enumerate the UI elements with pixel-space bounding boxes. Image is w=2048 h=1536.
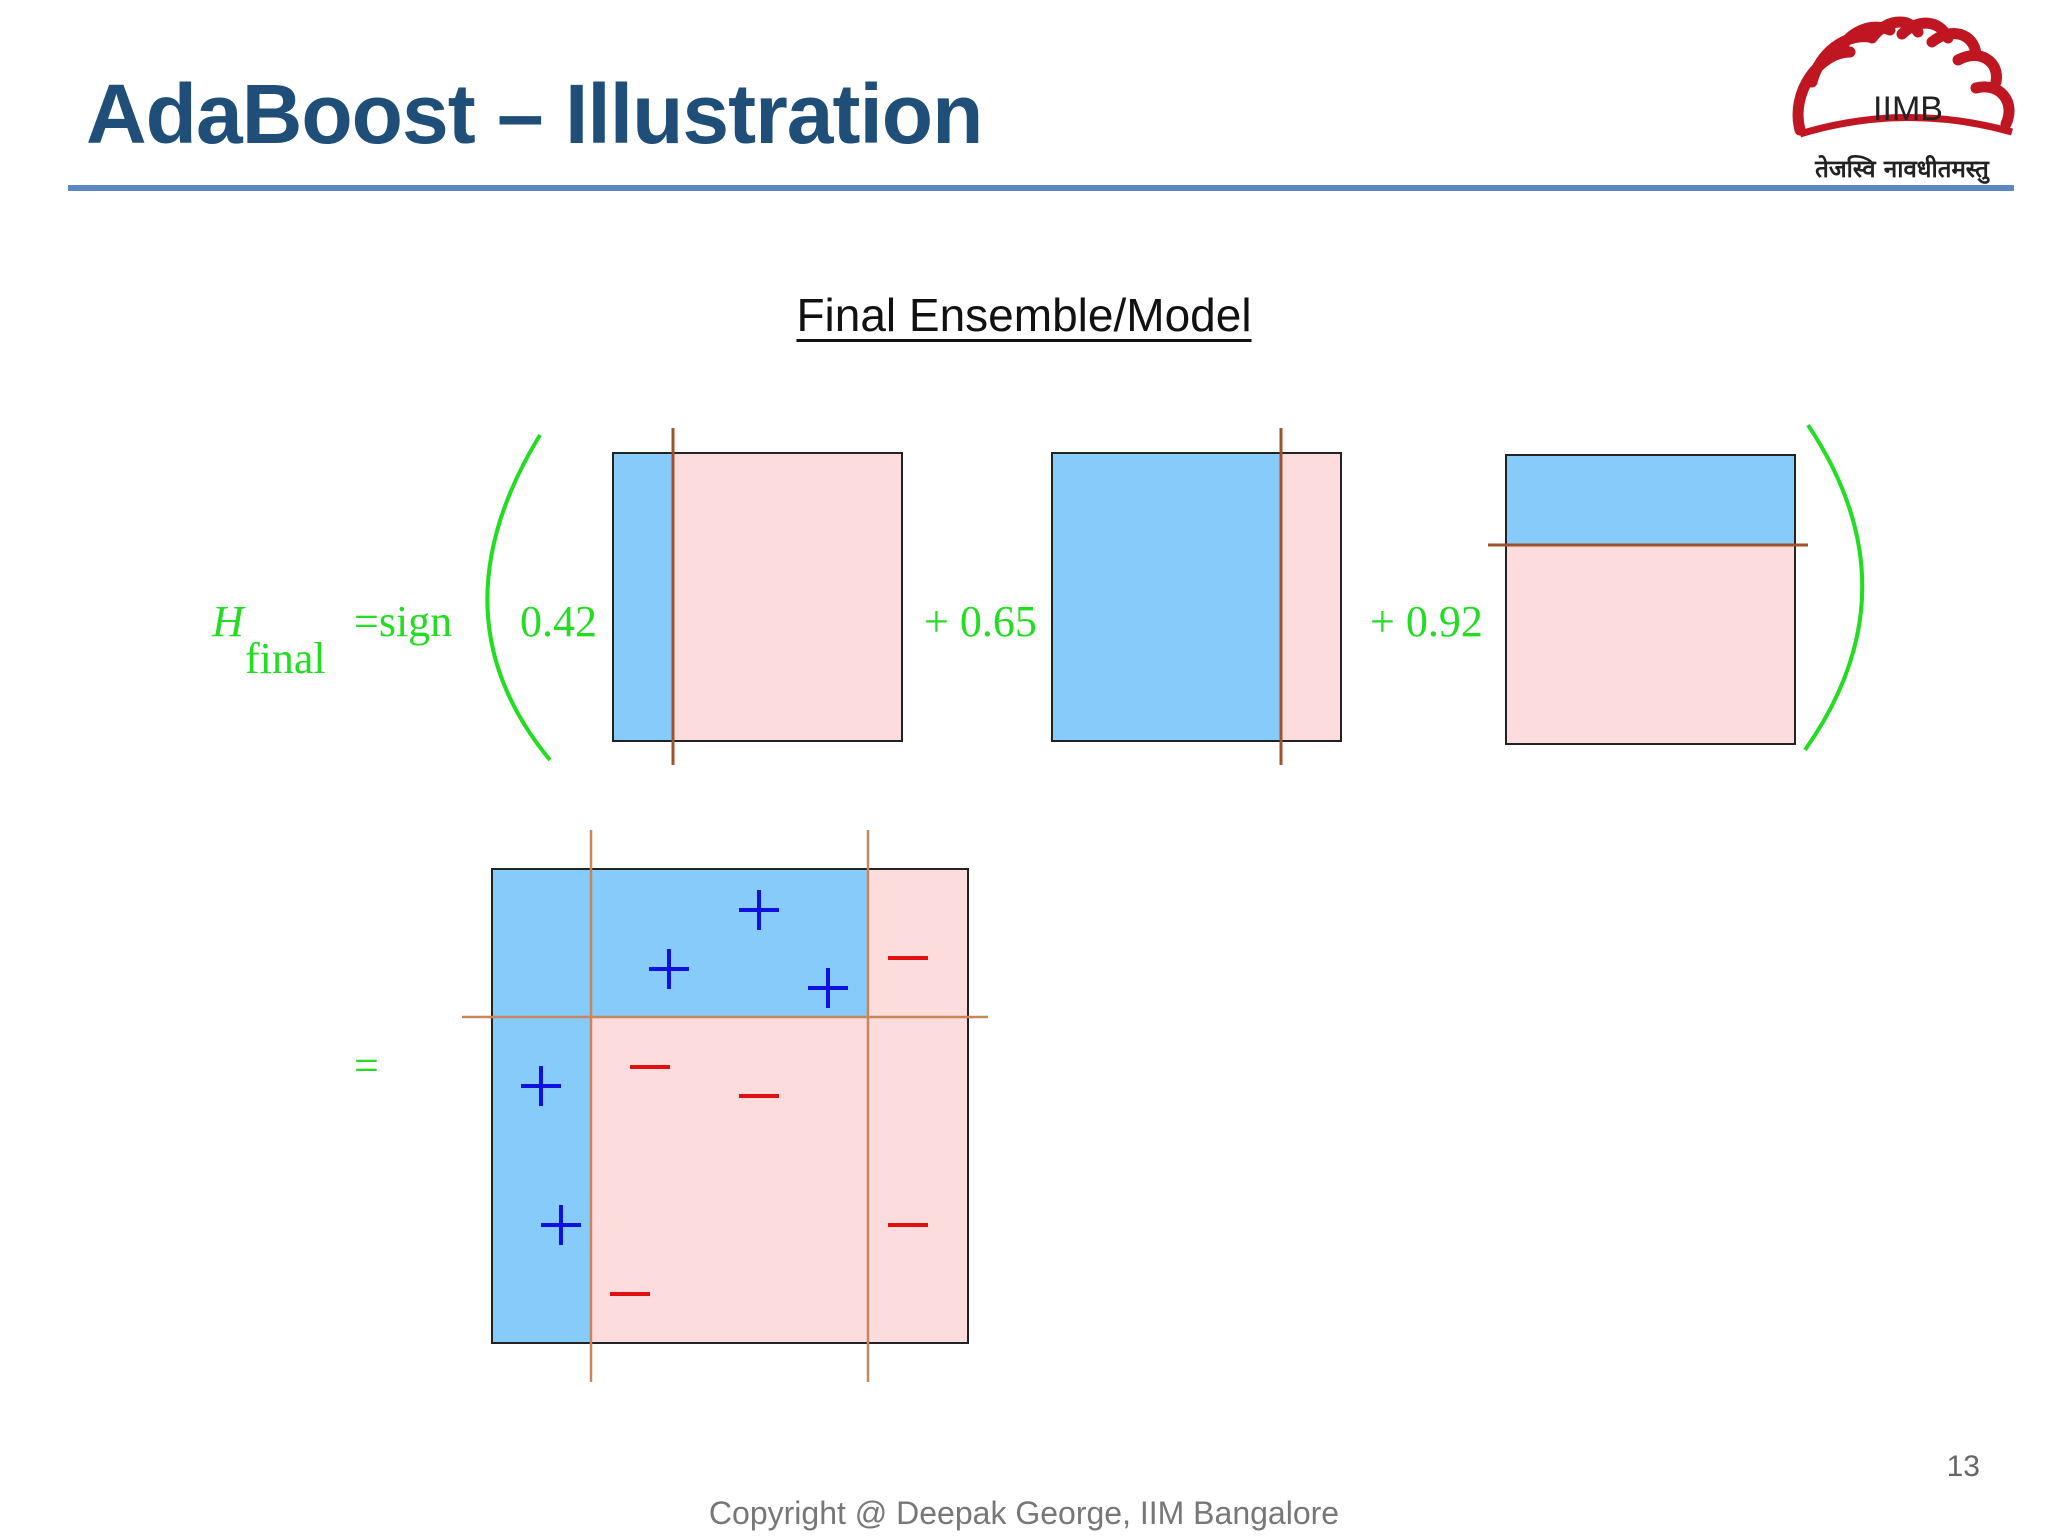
plus-icon — [541, 1205, 581, 1245]
classifier-frame — [1505, 454, 1796, 745]
formula-h: H — [211, 597, 246, 646]
positive-region — [1506, 455, 1795, 545]
diagram-heading: Final Ensemble/Model — [0, 288, 2048, 342]
page-number: 13 — [1946, 1450, 1980, 1483]
final-classifier — [462, 830, 988, 1382]
logo-arc-icon — [1798, 114, 2013, 138]
positive-region — [1052, 453, 1281, 741]
negative-region — [869, 869, 968, 1343]
plus-icon — [739, 890, 779, 930]
negative-region — [592, 1017, 869, 1343]
logo-motto: तेजस्वि नावधीतमस्तु — [1814, 155, 1990, 184]
copyright-footer: Copyright @ Deepak George, IIM Bangalore — [708, 1495, 1340, 1531]
positive-region — [613, 453, 673, 741]
logo-rays-icon — [1792, 16, 2015, 136]
classifier-frame — [491, 868, 969, 1344]
weight-3: + 0.92 — [1370, 597, 1483, 646]
formula-final: final — [245, 634, 326, 683]
weight-2: + 0.65 — [924, 597, 1037, 646]
weak-classifier-3 — [1488, 454, 1808, 745]
negative-region — [1506, 545, 1795, 744]
plus-icon — [521, 1066, 561, 1106]
right-parenthesis — [1803, 423, 1865, 752]
logo-text: IIMB — [1873, 90, 1943, 128]
iimb-logo: IIMB तेजस्वि नावधीतमस्तु — [1792, 16, 2015, 184]
negative-region — [1281, 453, 1341, 741]
title-divider — [68, 185, 2014, 191]
weak-classifier-1 — [612, 428, 903, 765]
weight-1: 0.42 — [520, 597, 597, 646]
formula-sign: =sign — [354, 597, 452, 646]
slide-title: AdaBoost – Illustration — [86, 67, 983, 161]
plus-icon — [808, 968, 848, 1008]
left-parenthesis — [485, 433, 552, 762]
negative-region — [673, 453, 902, 741]
classifier-frame — [612, 452, 903, 742]
formula-equals: = — [354, 1041, 379, 1090]
plus-icon — [649, 949, 689, 989]
positive-region — [592, 869, 869, 1017]
weak-classifier-2 — [1051, 428, 1342, 765]
diagram-heading-text: Final Ensemble/Model — [796, 289, 1252, 341]
classifier-frame — [1051, 452, 1342, 742]
